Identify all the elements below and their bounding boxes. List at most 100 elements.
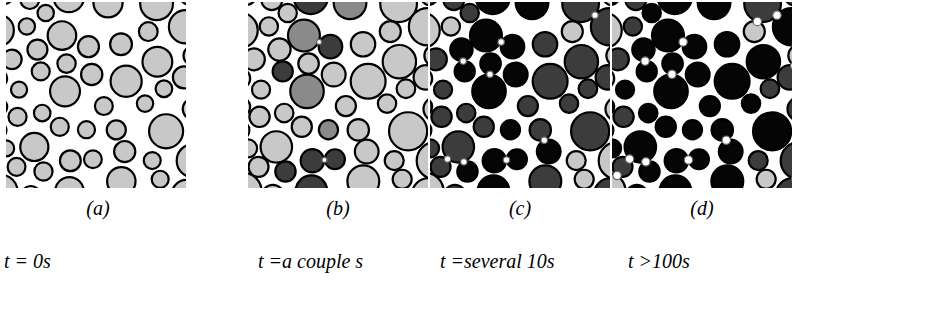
grain-circle [567,151,586,170]
grain-circle [518,96,538,116]
grain-circle [409,8,428,45]
grain-circle [639,104,658,123]
grain-circle [298,53,319,74]
grain-circle [6,15,14,46]
grain-circle [110,33,132,55]
grain-circle [248,13,258,48]
grain-circle [504,63,528,87]
grain-circle [19,18,35,34]
grain-circle [430,48,447,70]
grain-circle [612,13,622,48]
grain-circle [6,50,22,70]
grain-circle [787,97,792,121]
grain-circle [32,62,50,80]
grain-circle [430,121,431,139]
grain-circle [442,17,460,35]
grain-circle [529,165,561,188]
grain-circle [156,80,173,97]
grain-circle [656,117,676,137]
grain-circle [34,105,51,122]
grain-circle [612,2,620,5]
grain-circle [430,98,432,116]
grain-circle [571,112,609,150]
grain-circle [172,180,186,188]
grain-circle [423,97,428,121]
panel-label: (b) [326,197,349,219]
grain-circle [144,152,161,169]
grain-circle [612,98,614,116]
grain-circle [715,32,739,56]
grain-circle [322,63,346,87]
grain-circle [248,48,265,70]
grain-circle [301,149,324,172]
grain-circle [715,64,750,99]
neck-circle [625,155,633,163]
grain-circle [275,104,294,123]
grain-circle [412,178,428,188]
grain-circle [397,79,416,98]
grain-circle [385,151,404,170]
grain-circle [625,131,656,162]
grain-circle [288,20,320,52]
grain-circle [292,117,312,137]
grain-circle [624,17,642,35]
grain-circle [749,151,768,170]
grain-circle [785,2,792,5]
grain-circle [613,107,633,127]
neck-circle [722,136,730,144]
grain-circle [594,178,610,188]
grain-circle [393,170,412,188]
neck-circle [461,159,467,165]
grain-circle [84,150,102,168]
time-label: t =several 10s [440,250,555,272]
grain-circle [27,40,47,60]
grain-circle [8,158,26,176]
grain-circle [700,96,720,116]
grain-circle [383,45,416,78]
neck-circle [613,171,621,179]
grain-circle [501,120,520,139]
grain-circle [20,2,39,9]
panel-label: (c) [509,197,531,219]
grain-circle [431,107,451,127]
grain-circle [430,69,432,89]
grain-circle [761,79,780,98]
grain-circle [248,98,250,116]
grain-circle [616,81,634,99]
grain-circle [336,96,356,116]
grain-circle [114,141,135,162]
grain-circle [50,76,80,106]
grain-circle [457,104,476,123]
grain-circle [183,46,186,65]
grain-circle [603,2,610,5]
neck-circle [541,137,547,143]
neck-circle [753,17,761,25]
grain-circle [290,75,324,109]
grain-circle [612,121,613,139]
grain-circle [140,2,173,20]
grain-circle [686,63,710,87]
grain-circle [6,70,7,88]
grain-circle [57,54,75,72]
grain-circle [180,2,186,4]
neck-circle [503,157,509,163]
grain-circle [444,185,466,188]
grain-circle [248,69,250,89]
grain-circle [654,75,688,109]
grain-circle [430,173,444,188]
grain-circle [149,114,183,148]
grain-circle [683,120,702,139]
grain-circle [430,139,439,157]
grain-circle [348,119,369,140]
grain-circle [537,140,561,164]
grain-circle [111,66,142,97]
neck-circle [684,156,692,164]
grain-circle [457,161,477,181]
grain-circle [744,2,781,22]
grain-circle [472,75,506,109]
grain-circle [434,81,452,99]
grain-circle [48,21,77,50]
grain-circle [652,20,684,52]
grain-circle [612,69,614,89]
grain-circle [533,64,568,99]
